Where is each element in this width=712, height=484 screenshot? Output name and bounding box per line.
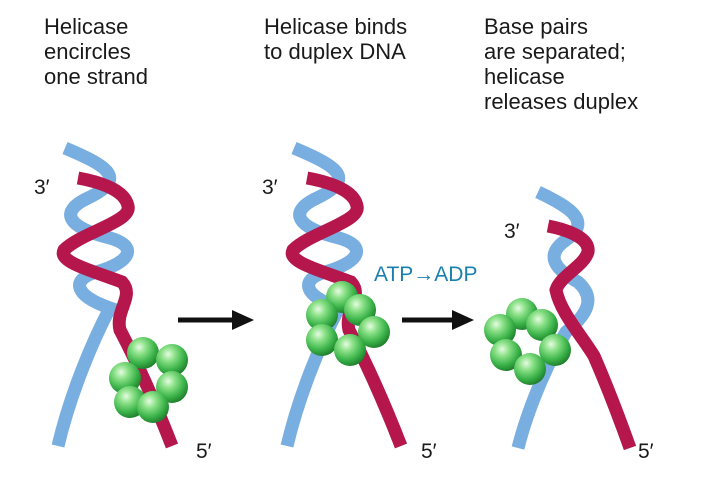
helicase-complex-panel-3 xyxy=(484,298,571,385)
caption-panel-1: Helicase encircles one strand xyxy=(44,14,148,89)
helicase-complex-panel-2 xyxy=(306,281,390,366)
caption-line: Helicase xyxy=(44,14,129,39)
caption-line: are separated; xyxy=(484,39,626,64)
atp-adp-label: ATP→ADP xyxy=(374,263,478,286)
three-prime-label-panel-3: 3′ xyxy=(504,220,520,243)
three-prime-label-panel-2: 3′ xyxy=(262,176,278,199)
caption-line: one strand xyxy=(44,64,148,89)
red-strand xyxy=(546,219,637,451)
caption-line: Helicase binds xyxy=(264,14,408,39)
caption-panel-2: Helicase binds to duplex DNA xyxy=(264,14,407,64)
red-strand xyxy=(285,171,408,449)
five-prime-label-panel-2: 5′ xyxy=(421,440,437,463)
arrow-step-2 xyxy=(402,310,474,330)
three-prime-label-panel-1: 3′ xyxy=(34,176,50,199)
helicase-complex-panel-1 xyxy=(109,337,188,423)
arrow-step-1 xyxy=(178,310,254,330)
caption-line: encircles xyxy=(44,39,131,64)
five-prime-label-panel-1: 5′ xyxy=(196,440,212,463)
five-prime-label-panel-3: 5′ xyxy=(638,440,654,463)
caption-panel-3: Base pairs are separated; helicase relea… xyxy=(484,14,638,114)
caption-line: releases duplex xyxy=(484,89,639,114)
caption-line: to duplex DNA xyxy=(264,39,406,64)
caption-line: helicase xyxy=(484,64,565,89)
caption-line: Base pairs xyxy=(484,14,588,39)
